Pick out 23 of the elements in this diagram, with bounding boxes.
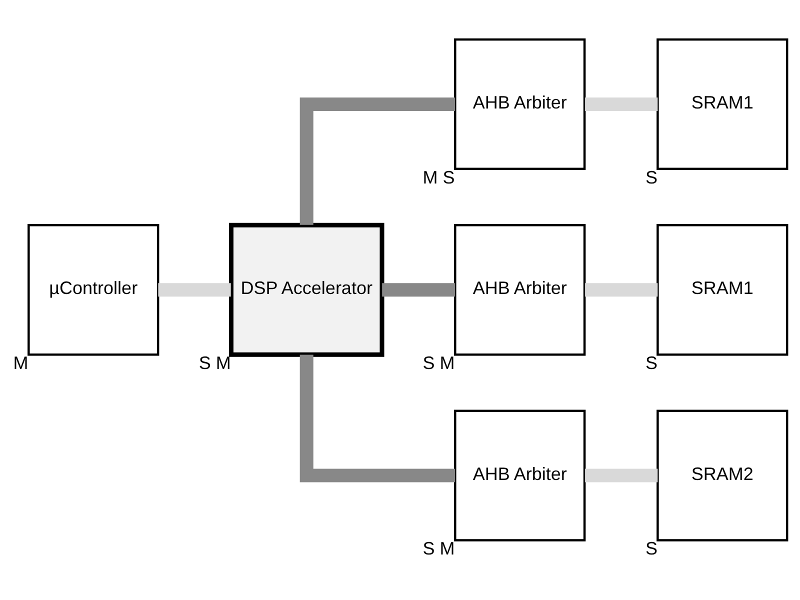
node-label: M S [422, 167, 455, 188]
node-label: S M [422, 538, 455, 559]
node-label: S [645, 167, 658, 188]
node-label: S [645, 538, 658, 559]
node-box: µController [28, 224, 160, 356]
node-box: SRAM1 [656, 38, 788, 170]
connector [585, 468, 658, 482]
connector [158, 283, 231, 297]
node-label: M [13, 352, 28, 373]
connector [300, 354, 455, 482]
node-label: S M [422, 352, 455, 373]
node-label: S [645, 352, 658, 373]
node-box: SRAM1 [656, 224, 788, 356]
node-label: S M [198, 352, 231, 373]
node-box: AHB Arbiter [454, 224, 586, 356]
node-box: AHB Arbiter [454, 410, 586, 542]
node-box: DSP Accelerator [228, 222, 384, 357]
connector [382, 283, 456, 297]
node-box: AHB Arbiter [454, 38, 586, 170]
connector [585, 97, 658, 111]
node-box: SRAM2 [656, 410, 788, 542]
connector [585, 283, 658, 297]
connector [300, 97, 455, 225]
